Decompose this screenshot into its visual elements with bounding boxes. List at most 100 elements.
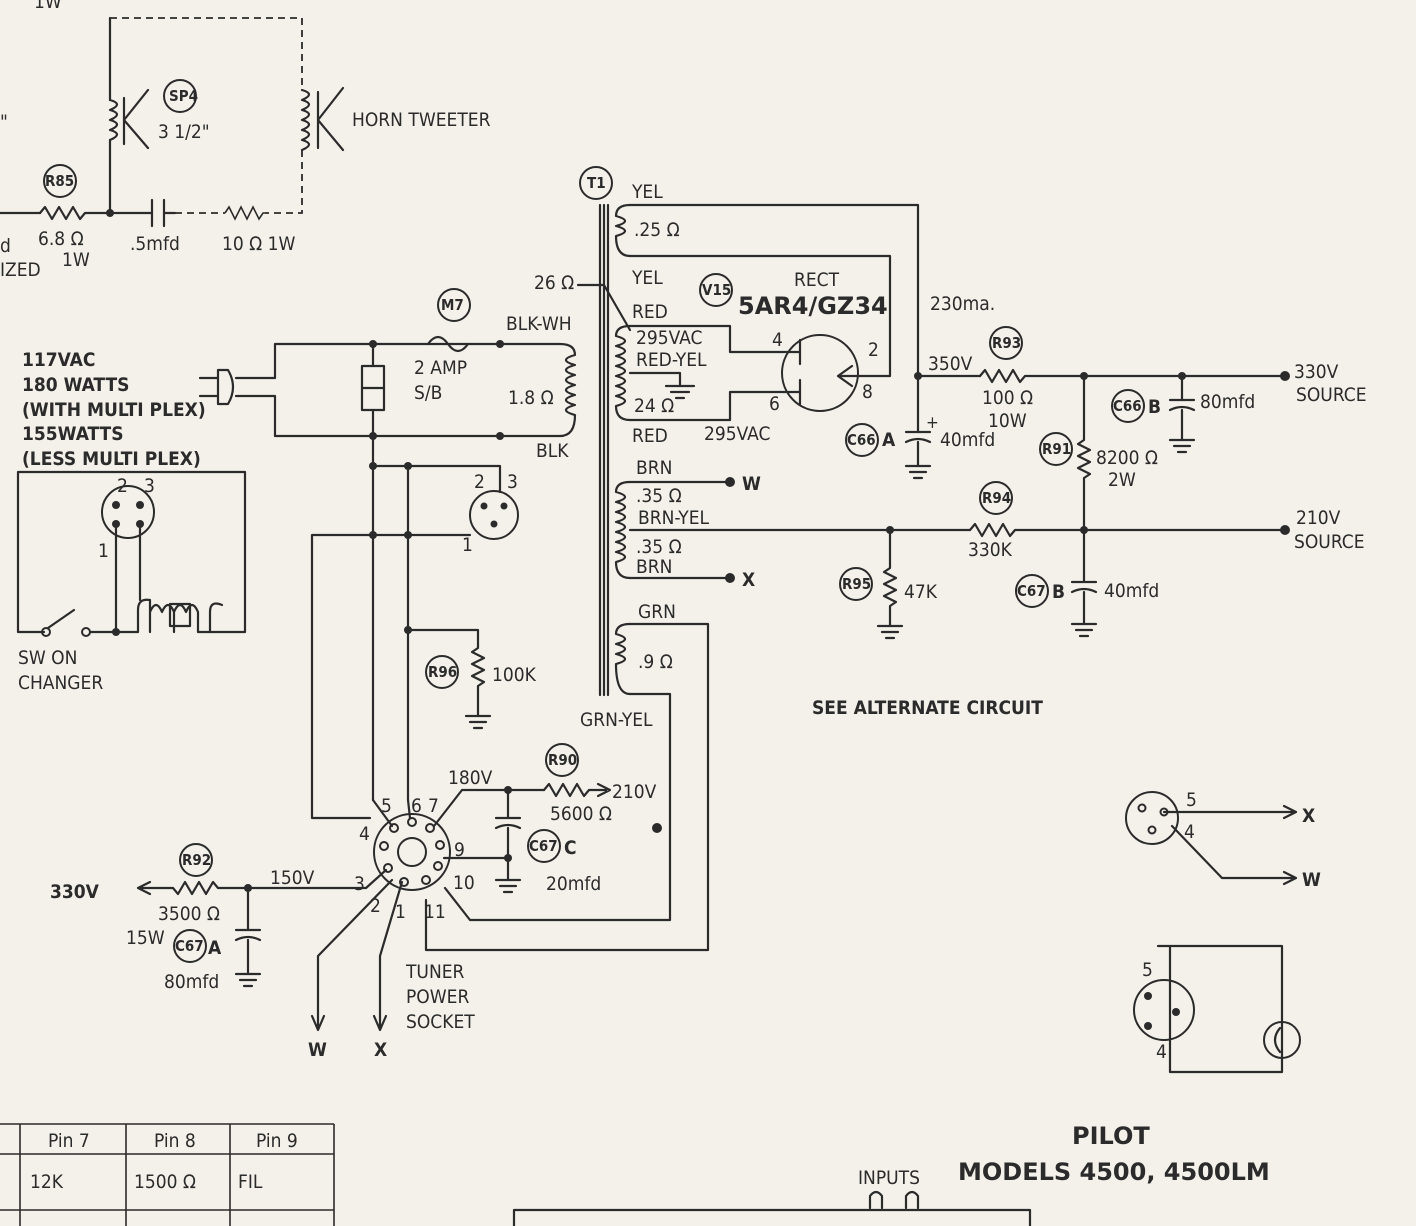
c67a-ref-circle (173, 929, 207, 963)
junction-dot (369, 531, 377, 539)
ground-icon (664, 384, 696, 400)
power-input-section: 117VAC 180 WATTS (WITH MULTI PLEX) 155WA… (16, 288, 519, 820)
ground-icon (876, 624, 904, 640)
c67b-cap-icon (1070, 528, 1098, 626)
c67a-suffix: A (208, 937, 222, 959)
tuner-x-wire (372, 880, 404, 1032)
pin-dot (136, 501, 144, 509)
t1-r26: 26 Ω (534, 272, 574, 294)
motor-core (168, 602, 192, 628)
table-cell-pin8: 1500 Ω (134, 1171, 196, 1193)
t1-r025: .25 Ω (634, 219, 680, 241)
t1-redyel: RED-YEL (636, 349, 707, 371)
alt-q4: 4 (1156, 1041, 1167, 1063)
t1-brn-coil-icon (614, 480, 632, 580)
t1-red2: RED (632, 425, 668, 447)
r96-value: 100K (492, 664, 537, 686)
t1-primary-coil-icon (498, 342, 577, 438)
terminal-dot (652, 823, 662, 833)
pin-dot (1172, 1008, 1180, 1016)
c67b-value: 40mfd (1104, 580, 1159, 602)
fuse-icon (426, 335, 470, 353)
tuner-section: R96 100K 5 6 7 4 9 10 3 2 1 11 180V R90 … (50, 626, 657, 1061)
t1-r09: .9 Ω (638, 651, 673, 673)
pin-dot (500, 502, 508, 510)
r91-ref: R91 (1042, 440, 1071, 458)
m7-ref: M7 (441, 296, 464, 314)
table-cell-pin7: 12K (30, 1171, 64, 1193)
t1-brn: BRN (636, 457, 672, 479)
changer-motor-icon (114, 598, 224, 634)
cap-05mfd-icon (108, 198, 177, 228)
junction-dot (504, 786, 512, 794)
power-line1: 117VAC (22, 349, 95, 371)
t1-ct-wire (628, 371, 682, 388)
tweeter-cone-icon (316, 86, 345, 152)
t1-grn: GRN (638, 601, 676, 623)
sp4-size: 3 1/2" (158, 121, 210, 143)
ac-line-top (234, 342, 502, 380)
chassis-outline (512, 1208, 1032, 1226)
ac-plug-icon (198, 368, 235, 406)
r85-value: 6.8 Ω (38, 228, 84, 250)
alt-lamp-socket-icon (1133, 979, 1195, 1041)
alternate-circuit: 5 4 X W 5 4 (1125, 789, 1321, 1074)
horn-tweeter-label: HORN TWEETER (352, 109, 491, 131)
pin-dot (480, 502, 488, 510)
rect-cathode-icon (836, 364, 862, 388)
t1-v295b: 295VAC (704, 423, 770, 445)
changer-box (16, 470, 247, 634)
lamp-filament (1273, 1026, 1282, 1054)
pin-dot (1144, 1022, 1152, 1030)
footer-models: MODELS 4500, 4500LM (958, 1158, 1270, 1186)
tuner-w-wire (310, 878, 394, 1032)
pin-dot (490, 520, 498, 528)
tuner-v210: 210V (612, 781, 657, 803)
r93-value: 100 Ω (982, 387, 1033, 409)
pin-dot (1137, 803, 1147, 813)
speaker-left-ized: IZED (0, 259, 41, 281)
rect-pin4: 4 (772, 329, 783, 351)
t1-w: W (742, 473, 761, 495)
aux-pin3: 3 (507, 471, 518, 493)
alt-p4: 4 (1184, 821, 1195, 843)
c67a-value: 80mfd (164, 971, 219, 993)
t1-primary-res: 1.8 Ω (508, 387, 554, 409)
changer-wires (114, 522, 142, 634)
alternate-circuit-note: SEE ALTERNATE CIRCUIT (812, 697, 1043, 719)
speaker-left-d: d (0, 235, 11, 257)
r92-value: 3500 Ω (158, 903, 220, 925)
pilot-lamp-icon (1263, 1021, 1301, 1059)
m7-ref-circle (437, 288, 471, 322)
r92-ref: R92 (182, 851, 211, 869)
ground-icon (904, 464, 932, 480)
cap-05mfd-label: .5mfd (130, 233, 180, 255)
table-header-pin9: Pin 9 (256, 1130, 298, 1152)
r92-watt: 15W (126, 927, 165, 949)
changer-plug-icon (101, 485, 155, 539)
c66a-ref: C66 (847, 431, 876, 449)
c66b-value: 80mfd (1200, 391, 1255, 413)
c66b-cap-icon (1168, 374, 1196, 442)
res-10ohm-icon (224, 205, 265, 221)
tuner-150v-wire (246, 868, 388, 890)
socket-keyway (397, 837, 427, 867)
v15-ref-circle (699, 273, 733, 307)
tp3: 3 (354, 873, 365, 895)
tuner-w: W (308, 1039, 327, 1061)
r92-ref-circle (179, 843, 213, 877)
alt-q5: 5 (1142, 959, 1153, 981)
footer: PILOT MODELS 4500, 4500LM INPUTS (512, 1122, 1270, 1226)
table-grid (0, 1123, 335, 1226)
r95-value: 47K (904, 581, 938, 603)
r90-ref: R90 (548, 751, 577, 769)
alt-w: W (1302, 869, 1321, 891)
terminal-dot (1280, 371, 1290, 381)
power-line3: (WITH MULTI PLEX) (22, 399, 206, 421)
ground-icon (1070, 622, 1098, 638)
tp10: 10 (453, 872, 475, 894)
tuner-v330: 330V (50, 881, 100, 903)
table-header-pin8: Pin 8 (154, 1130, 196, 1152)
r85-resistor-icon (38, 205, 112, 221)
